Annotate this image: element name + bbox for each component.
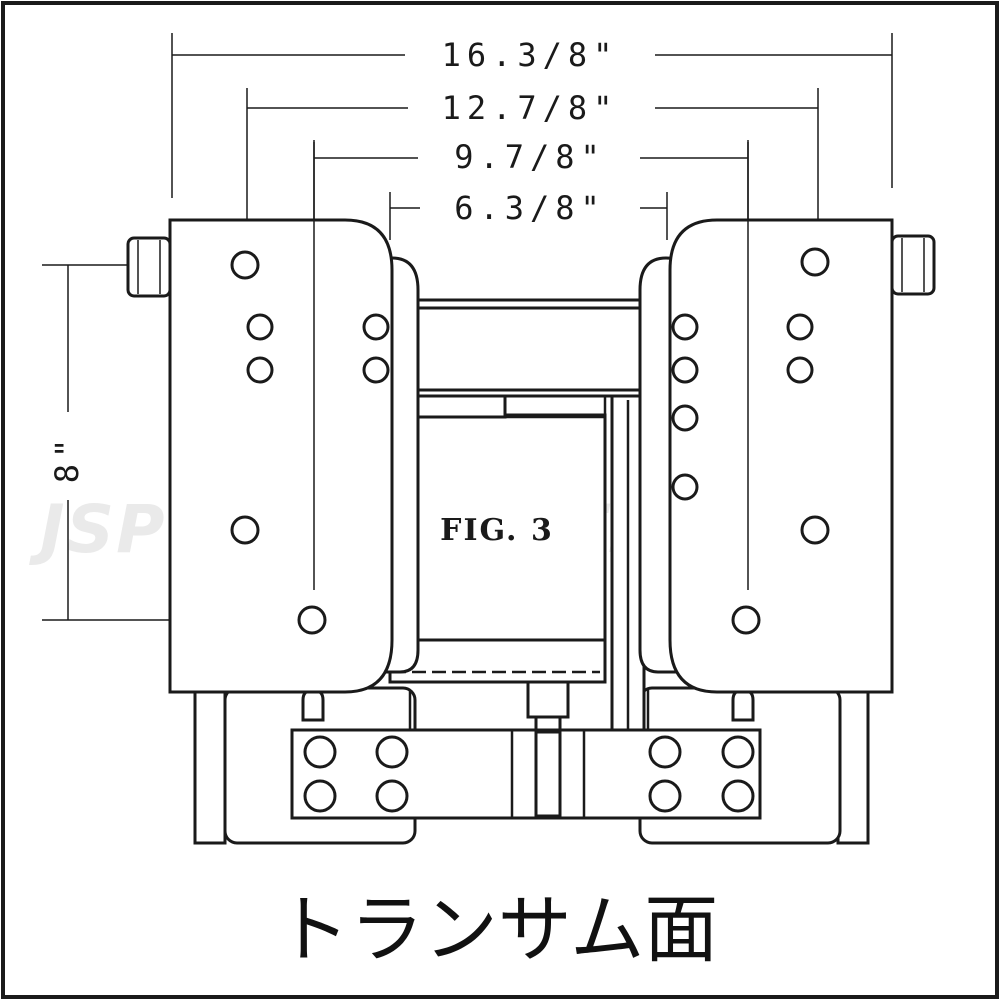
dimension-second: 12.7/8" (246, 88, 819, 222)
top-crossbar (390, 298, 666, 398)
caption-text: トランサム面 (276, 887, 719, 973)
left-plate-holes (230, 250, 390, 635)
right-plate-holes (671, 247, 830, 635)
cylinder-block (290, 728, 762, 820)
hydraulic-unit: FIG. 3 (388, 393, 607, 819)
dim-label-second: 12.7/8" (442, 89, 619, 127)
right-side-plate (638, 140, 936, 694)
cylinder-holes (303, 735, 755, 813)
dim-label-inner: 6.3/8" (454, 189, 606, 227)
dim-label-third: 9.7/8" (454, 138, 606, 176)
dimension-inner: 6.3/8" (389, 189, 668, 240)
dimension-outer: 16.3/8" (171, 33, 893, 198)
dim-label-height: 8" (48, 433, 86, 484)
figure-label: FIG. 3 (440, 513, 554, 548)
left-side-plate (126, 140, 420, 694)
dim-label-outer: 16.3/8" (442, 36, 619, 74)
